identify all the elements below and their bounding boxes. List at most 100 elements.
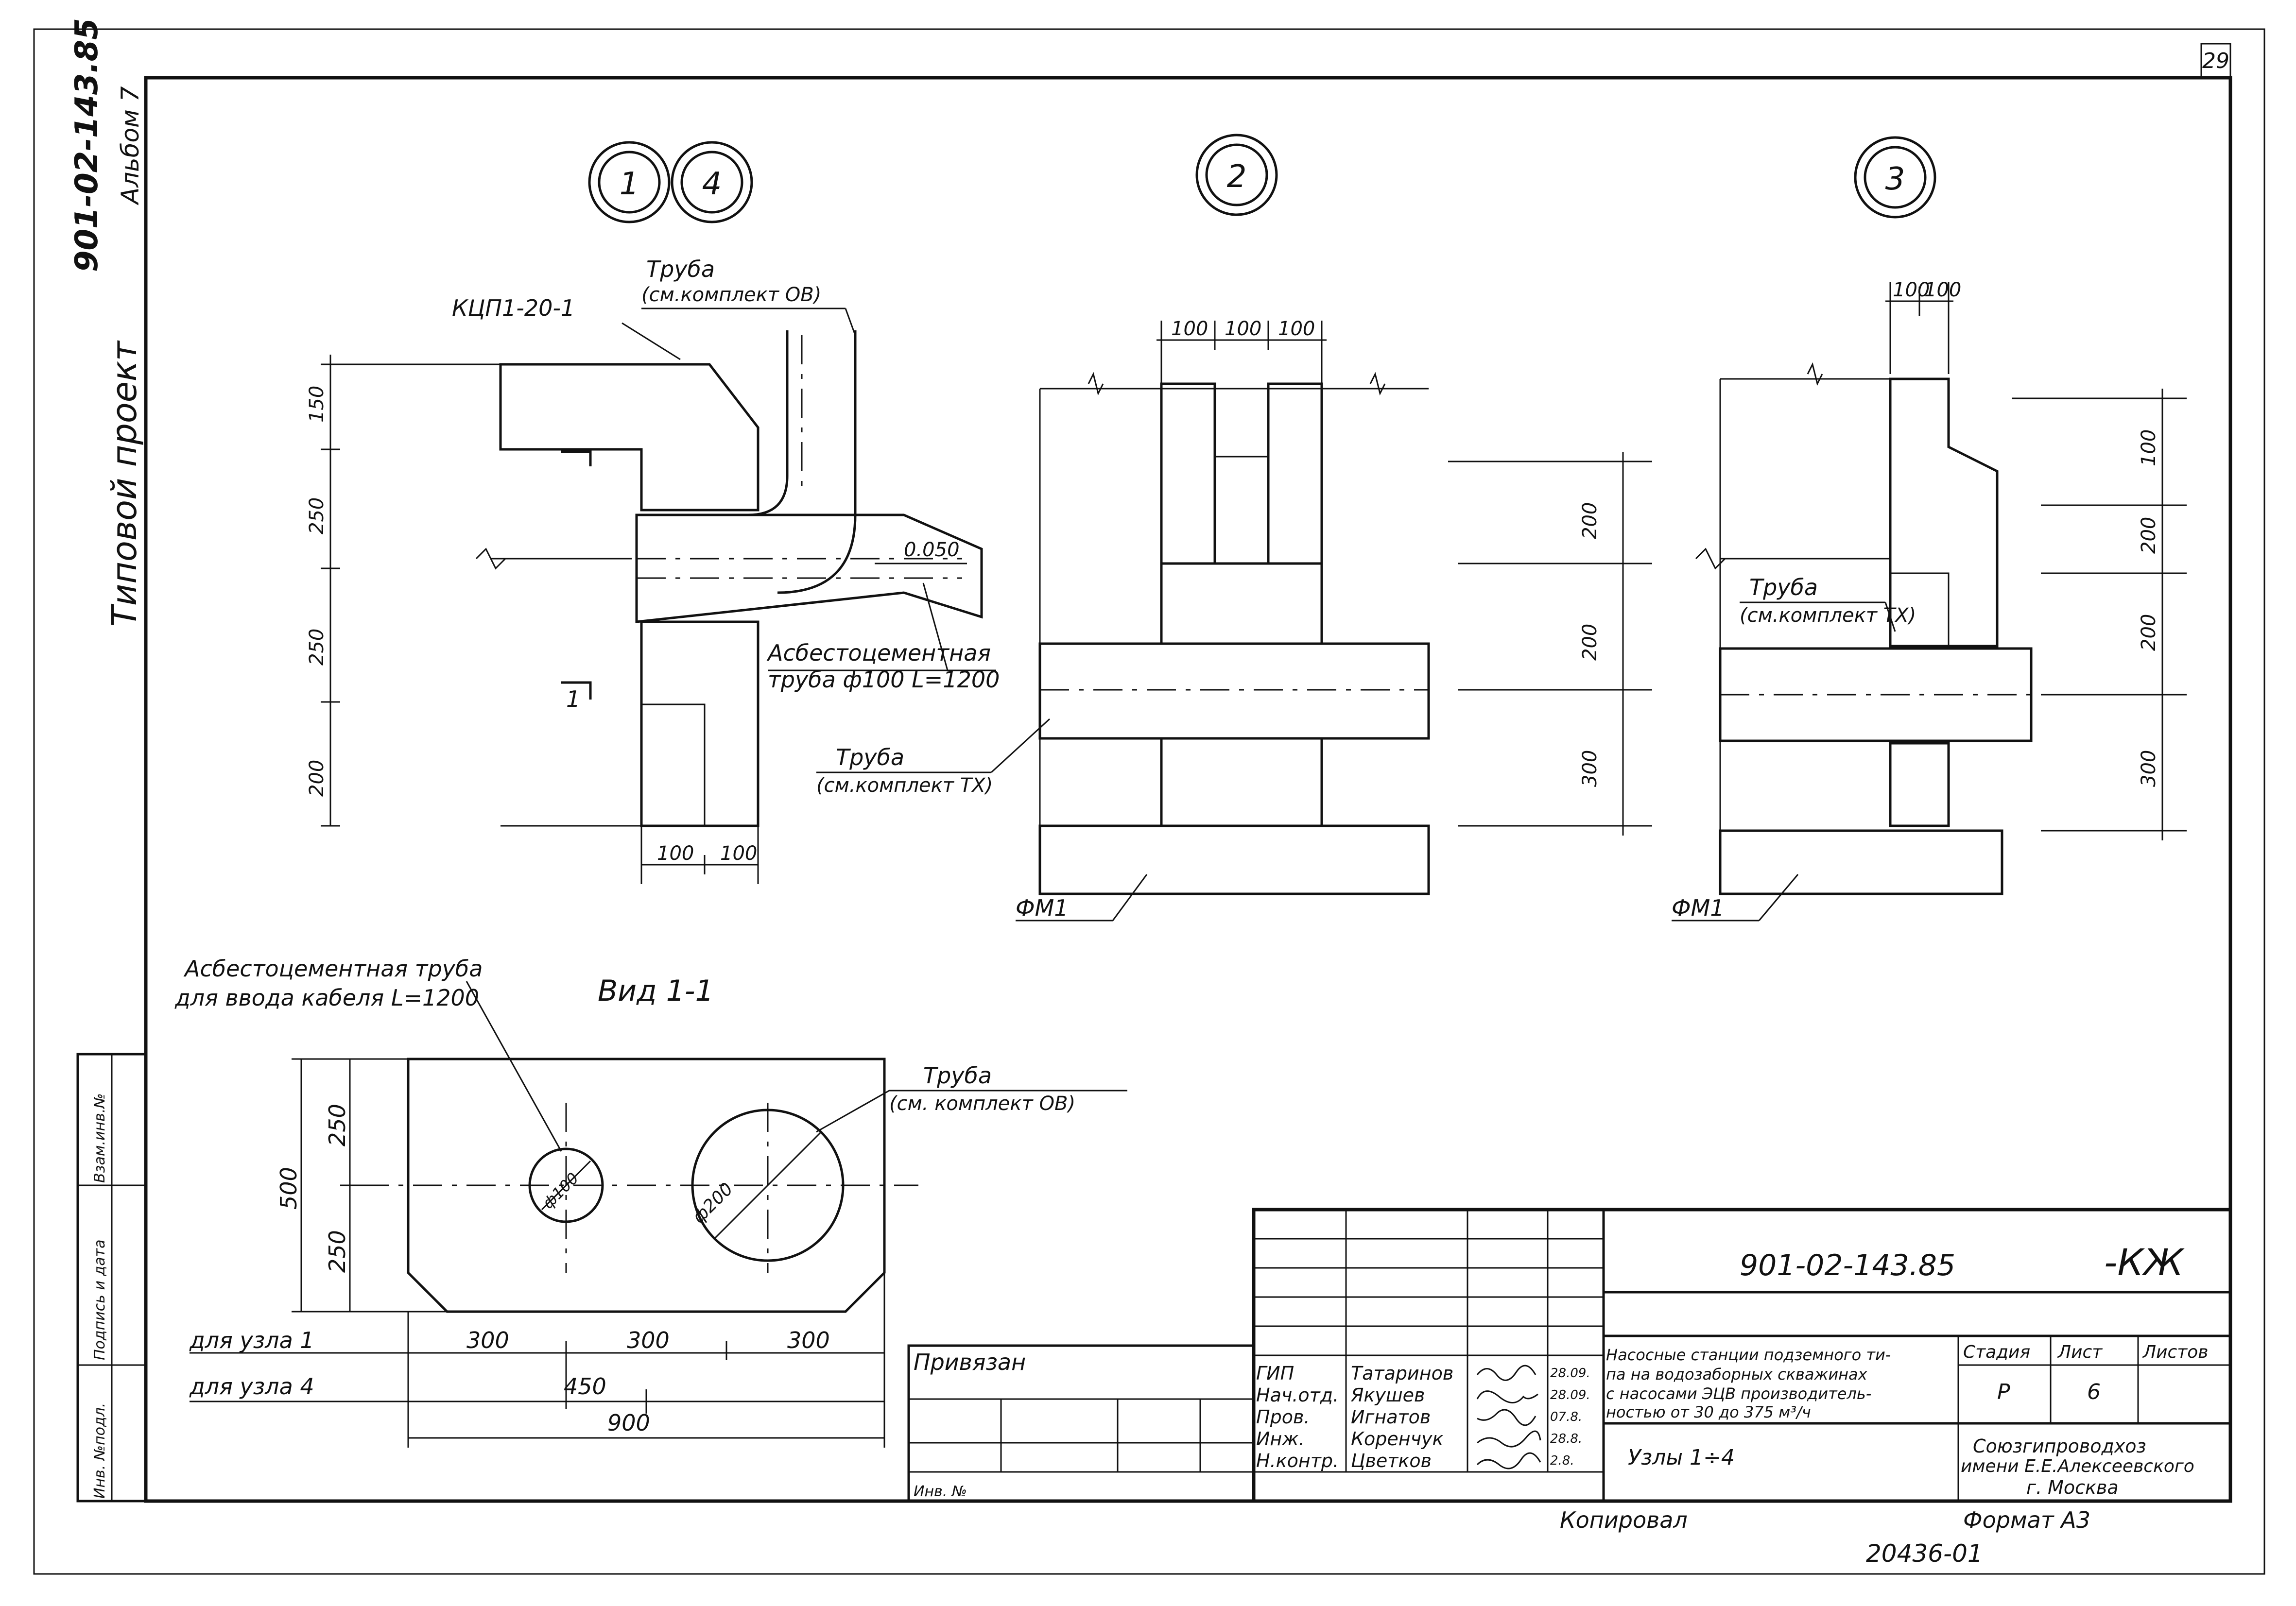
- svg-text:250: 250: [324, 1104, 350, 1146]
- view-pipe-ref: (см. комплект ОВ): [889, 1093, 1075, 1115]
- svg-text:200: 200: [306, 760, 328, 797]
- svg-text:Татаринов: Татаринов: [1351, 1363, 1453, 1384]
- svg-text:100: 100: [2138, 429, 2160, 466]
- stamp-signature-date: Подпись и дата: [91, 1240, 108, 1361]
- svg-text:Н.контр.: Н.контр.: [1256, 1450, 1339, 1471]
- title-suffix: -КЖ: [2104, 1241, 2185, 1284]
- svg-text:ностью от 30 до 375 м³/ч: ностью от 30 до 375 м³/ч: [1606, 1403, 1811, 1421]
- archive-number: 20436-01: [1866, 1539, 1983, 1568]
- svg-text:ГИП: ГИП: [1256, 1363, 1294, 1384]
- hole-large: [691, 1109, 845, 1262]
- node-markers: 1 4 2 3: [588, 134, 1936, 223]
- view-title: Вид 1-1: [598, 974, 714, 1008]
- svg-text:28.09.: 28.09.: [1550, 1388, 1590, 1402]
- node-1-4-section: 1 150 250 250 200 100 100 КЦП1-20-1 Труб…: [306, 256, 1000, 884]
- svg-text:Инж.: Инж.: [1256, 1428, 1305, 1450]
- svg-text:имени Е.Е.Алексеевского: имени Е.Е.Алексеевского: [1961, 1456, 2194, 1476]
- page-number-box: [2200, 43, 2231, 79]
- svg-text:100: 100: [657, 842, 694, 865]
- row1-label: для узла 1: [189, 1327, 314, 1353]
- title-code: 901-02-143.85: [1740, 1248, 1955, 1282]
- svg-text:па на водозаборных скважинах: па на водозаборных скважинах: [1606, 1365, 1868, 1384]
- signatures: [1476, 1365, 1541, 1469]
- side-title: 901-02-143.85 Альбом 7 Типовой проект: [69, 18, 144, 627]
- found-label-2: ФМ1: [1016, 895, 1069, 921]
- svg-text:100: 100: [1171, 318, 1208, 340]
- svg-text:250: 250: [306, 629, 328, 666]
- svg-text:100: 100: [1924, 279, 1961, 301]
- view-pipe-label: Труба: [923, 1062, 992, 1089]
- svg-text:100: 100: [720, 842, 757, 865]
- svg-text:г. Москва: г. Москва: [2026, 1477, 2119, 1498]
- svg-text:Р: Р: [1997, 1380, 2010, 1404]
- svg-text:2.8.: 2.8.: [1550, 1453, 1574, 1468]
- stamp-replaced-inv: Взам.инв.№: [91, 1093, 108, 1183]
- svg-text:Лист: Лист: [2057, 1342, 2103, 1362]
- svg-text:100: 100: [1278, 318, 1315, 340]
- row2-label: для узла 4: [189, 1373, 314, 1400]
- view-asb-label2: для ввода кабеля L=1200: [174, 985, 479, 1011]
- svg-text:6: 6: [2087, 1380, 2101, 1404]
- view-asb-label: Асбестоцементная труба: [183, 956, 483, 982]
- svg-text:2: 2: [1227, 159, 1247, 195]
- svg-text:с насосами ЭЦВ производитель-: с насосами ЭЦВ производитель-: [1606, 1384, 1871, 1403]
- svg-text:250: 250: [324, 1230, 350, 1273]
- pipe-ov-ref: (см.комплект ОВ): [641, 284, 821, 306]
- left-stamp: Инв. №подл. Подпись и дата Взам.инв.№: [76, 1053, 147, 1503]
- pipe-ov-label: Труба: [646, 256, 715, 282]
- inv-no-label: Инв. №: [914, 1483, 967, 1500]
- hole-small: [528, 1147, 604, 1223]
- side-album: Альбом 7: [116, 86, 144, 205]
- svg-text:Стадия: Стадия: [1963, 1342, 2030, 1362]
- svg-text:300: 300: [2138, 750, 2160, 787]
- svg-text:200: 200: [1579, 624, 1601, 661]
- svg-text:300: 300: [627, 1327, 670, 1353]
- section-mark-1: 1: [566, 686, 580, 712]
- svg-text:Листов: Листов: [2142, 1342, 2208, 1362]
- svg-text:Насосные станции подземного ти: Насосные станции подземного ти-: [1606, 1346, 1891, 1364]
- block-label: КЦП1-20-1: [452, 295, 575, 321]
- svg-text:4: 4: [702, 166, 722, 202]
- footer: Копировал Формат А3 20436-01: [1560, 1507, 2090, 1568]
- side-project: Типовой проект: [104, 340, 144, 627]
- svg-text:Пров.: Пров.: [1256, 1406, 1310, 1428]
- format-label: Формат А3: [1963, 1507, 2090, 1533]
- svg-text:Цветков: Цветков: [1351, 1450, 1432, 1471]
- node-3-section: 100 100 100 200 200 300 Труба (см.компле…: [1672, 279, 2187, 922]
- svg-text:07.8.: 07.8.: [1550, 1410, 1582, 1424]
- svg-text:3: 3: [1885, 161, 1905, 197]
- found-label-3: ФМ1: [1672, 895, 1725, 921]
- svg-text:300: 300: [466, 1327, 509, 1353]
- svg-text:Якушев: Якушев: [1350, 1384, 1425, 1406]
- outer-border: [33, 28, 2265, 1575]
- svg-text:900: 900: [607, 1410, 650, 1436]
- stamp-inv-podl: Инв. №подл.: [91, 1403, 108, 1499]
- node-2-section: 100 100 100 200 200 300 Труба (см.компле…: [816, 318, 1652, 922]
- svg-text:Коренчук: Коренчук: [1351, 1428, 1444, 1450]
- level-mark: 0.050: [904, 539, 960, 561]
- svg-text:200: 200: [2138, 517, 2160, 554]
- svg-text:150: 150: [306, 386, 328, 423]
- svg-text:200: 200: [1579, 502, 1601, 539]
- svg-text:500: 500: [276, 1167, 302, 1210]
- marker-4: 4: [671, 141, 753, 223]
- svg-text:Союзгипроводхоз: Союзгипроводхоз: [1973, 1435, 2146, 1457]
- marker-1: 1: [588, 141, 671, 223]
- title-subtitle: Узлы 1÷4: [1628, 1445, 1735, 1470]
- svg-text:Нач.отд.: Нач.отд.: [1256, 1384, 1339, 1406]
- svg-text:28.09.: 28.09.: [1550, 1366, 1590, 1381]
- svg-text:1: 1: [620, 166, 639, 202]
- svg-text:100: 100: [1225, 318, 1261, 340]
- svg-text:Игнатов: Игнатов: [1351, 1406, 1431, 1428]
- svg-text:300: 300: [1579, 750, 1601, 787]
- hole-large-dia: ф200: [689, 1179, 737, 1227]
- svg-text:200: 200: [2138, 614, 2160, 651]
- asb-pipe-label: Асбестоцементная: [766, 640, 991, 666]
- pipe-tx-ref: (см.комплект ТХ): [816, 774, 993, 797]
- marker-3: 3: [1854, 136, 1936, 219]
- page-number: 29: [2202, 49, 2229, 73]
- side-code: 901-02-143.85: [69, 18, 105, 272]
- pipe-tx-label: Труба: [836, 744, 904, 770]
- svg-text:28.8.: 28.8.: [1550, 1432, 1582, 1446]
